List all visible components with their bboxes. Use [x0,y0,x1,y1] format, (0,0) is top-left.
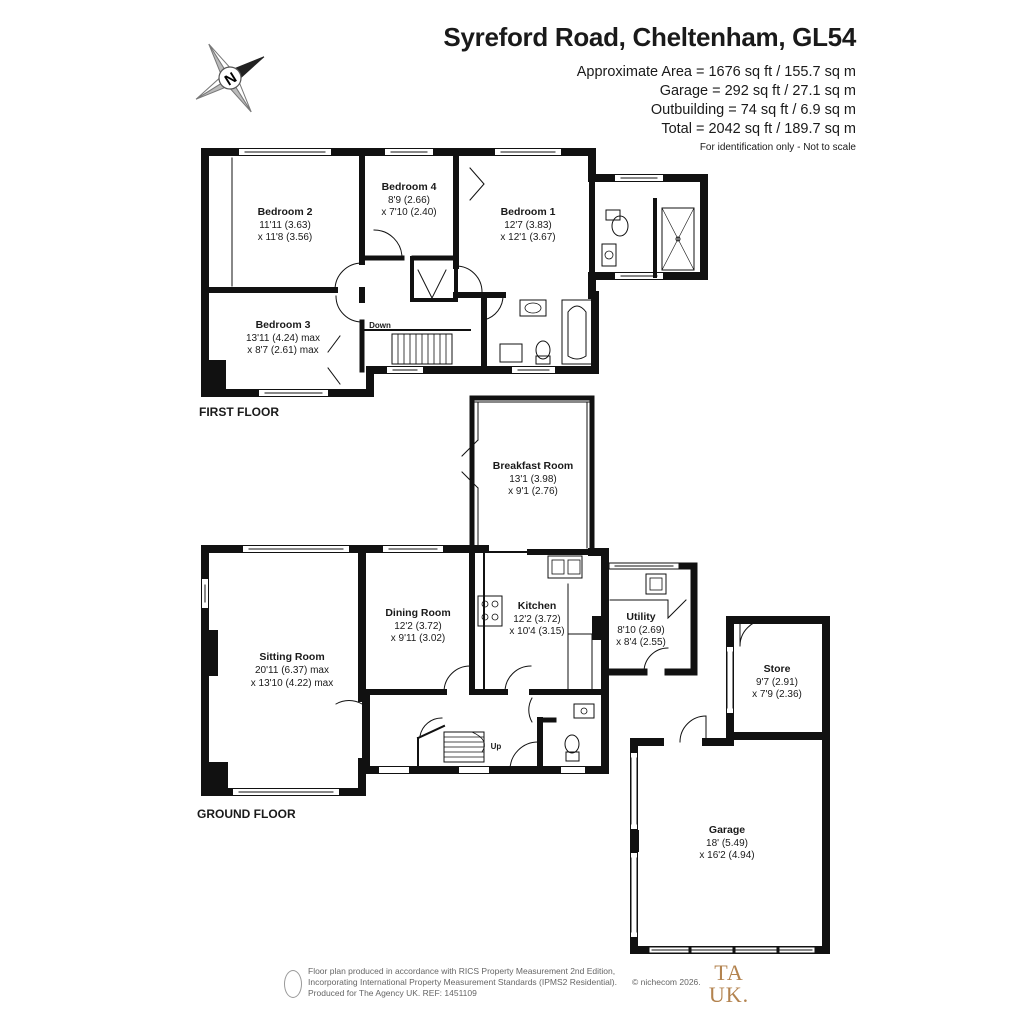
compass-icon: N [195,43,265,113]
room-breakfast-dim1: 13'1 (3.98) [509,474,557,485]
room-sitting-dim2: x 13'10 (4.22) max [251,678,334,689]
room-bedroom2-dim2: x 11'8 (3.56) [258,232,313,243]
room-bedroom1-dim2: x 12'1 (3.67) [500,232,555,243]
room-garage-dim1: 18' (5.49) [706,838,748,849]
footer-notes: Floor plan produced in accordance with R… [308,966,617,999]
first-floor-label: FIRST FLOOR [199,405,279,419]
area-outbuilding: Outbuilding = 74 sq ft / 6.9 sq m [650,102,856,118]
room-bedroom4-dim2: x 7'10 (2.40) [381,207,436,218]
footer-line: Floor plan produced in accordance with R… [308,966,616,976]
room-bedroom4-dim1: 8'9 (2.66) [388,195,430,206]
room-breakfast-dim2: x 9'1 (2.76) [508,486,558,497]
room-dining-name: Dining Room [385,607,450,619]
room-bedroom1-dim1: 12'7 (3.83) [504,220,552,231]
first-floor-walls [201,148,708,397]
outbuilding-walls [630,616,830,954]
room-utility-dim1: 8'10 (2.69) [617,625,665,636]
room-breakfast-name: Breakfast Room [493,460,574,472]
room-garage-name: Garage [709,824,745,836]
stairs-up-label: Up [491,742,502,751]
stairs-down-label: Down [369,321,391,330]
room-utility-name: Utility [626,611,655,623]
room-bedroom3-dim2: x 8'7 (2.61) max [247,345,318,356]
footer-copyright: © nichecom 2026. [632,977,701,987]
room-kitchen-dim2: x 10'4 (3.15) [509,626,564,637]
room-bedroom1-name: Bedroom 1 [501,206,556,218]
room-sitting-name: Sitting Room [259,651,324,663]
area-garage: Garage = 292 sq ft / 27.1 sq m [659,83,856,99]
plan-footer: Floor plan produced in accordance with R… [284,966,744,1006]
room-store-dim2: x 7'9 (2.36) [752,689,802,700]
room-bedroom3-name: Bedroom 3 [256,319,311,331]
room-dining-dim2: x 9'11 (3.02) [391,633,446,644]
room-store-name: Store [764,663,791,675]
room-sitting-dim1: 20'11 (6.37) max [255,665,329,676]
footer-line: Incorporating International Property Mea… [308,977,617,987]
ground-floor-label: GROUND FLOOR [197,807,296,821]
area-approximate: Approximate Area = 1676 sq ft / 155.7 sq… [576,64,856,80]
agency-logo: TA UK. [706,962,752,1006]
room-bedroom2-dim1: 11'11 (3.63) [259,220,311,231]
room-garage-dim2: x 16'2 (4.94) [699,850,754,861]
footer-line: Produced for The Agency UK. REF: 1451109 [308,988,477,998]
room-store-dim1: 9'7 (2.91) [756,677,798,688]
rics-logo-icon [284,970,302,998]
room-utility-dim2: x 8'4 (2.55) [616,637,666,648]
area-total: Total = 2042 sq ft / 189.7 sq m [661,121,856,137]
agency-logo-top: TA [714,960,744,985]
ground-floor-walls [201,395,698,796]
property-title: Syreford Road, Cheltenham, GL54 [443,22,856,52]
room-kitchen-dim1: 12'2 (3.72) [513,614,561,625]
room-bedroom4-name: Bedroom 4 [382,181,437,193]
agency-logo-bottom: UK. [708,982,750,1007]
room-bedroom2-name: Bedroom 2 [258,206,313,218]
room-kitchen-name: Kitchen [518,600,557,612]
scale-disclaimer: For identification only - Not to scale [699,142,856,153]
room-dining-dim1: 12'2 (3.72) [394,621,442,632]
plan-header: Syreford Road, Cheltenham, GL54 Approxim… [443,22,856,153]
room-bedroom3-dim1: 13'11 (4.24) max [246,333,320,344]
